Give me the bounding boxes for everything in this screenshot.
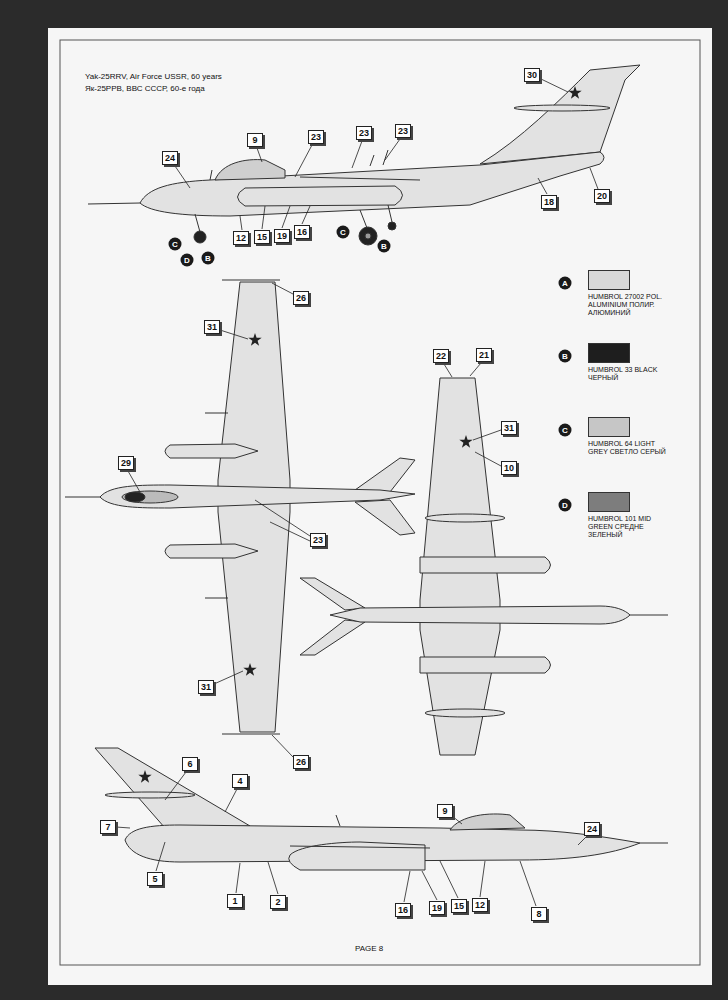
callout-number: 6 bbox=[182, 757, 198, 771]
callout-number: 18 bbox=[541, 195, 557, 209]
callout-number: 9 bbox=[437, 804, 453, 818]
callout-number: 1 bbox=[227, 894, 243, 908]
callout-number: 30 bbox=[524, 68, 540, 82]
colour-letter: B bbox=[202, 252, 215, 265]
callout-number: 19 bbox=[429, 901, 445, 915]
callout-number: 26 bbox=[293, 291, 309, 305]
legend-entry: HUMBROL 27002 POL. ALUMINIUM ПОЛИР. АЛЮМ… bbox=[588, 270, 678, 317]
colour-swatch bbox=[588, 270, 630, 290]
callout-number: 24 bbox=[584, 822, 600, 836]
callout-number: 16 bbox=[395, 903, 411, 917]
callout-number: 23 bbox=[395, 124, 411, 138]
colour-letter: D bbox=[559, 499, 572, 512]
callout-number: 7 bbox=[100, 820, 116, 834]
callout-number: 9 bbox=[247, 133, 263, 147]
callout-number: 21 bbox=[476, 348, 492, 362]
colour-letter: C bbox=[169, 238, 182, 251]
colour-letter: B bbox=[378, 240, 391, 253]
callout-number: 19 bbox=[274, 229, 290, 243]
callout-number: 24 bbox=[162, 151, 178, 165]
callout-number: 8 bbox=[531, 907, 547, 921]
legend-entry: HUMBROL 64 LIGHT GREY СВЕТЛО СЕРЫЙ bbox=[588, 417, 678, 456]
legend-text: HUMBROL 101 MID GREEN СРЕДНЕ ЗЕЛЕНЫЙ bbox=[588, 515, 666, 539]
note-text: Як-25РРВ, ВВС СССР, 60-е года bbox=[85, 84, 205, 93]
colour-swatch bbox=[588, 417, 630, 437]
callout-number: 23 bbox=[310, 533, 326, 547]
callout-number: 12 bbox=[472, 898, 488, 912]
colour-letter: D bbox=[181, 254, 194, 267]
callout-number: 31 bbox=[204, 320, 220, 334]
callout-number: 2 bbox=[270, 895, 286, 909]
title-text: Yak-25RRV, Air Force USSR, 60 years bbox=[85, 72, 222, 81]
callout-number: 4 bbox=[232, 774, 248, 788]
callout-number: 15 bbox=[451, 899, 467, 913]
callout-number: 10 bbox=[501, 461, 517, 475]
callout-number: 31 bbox=[501, 421, 517, 435]
colour-letter: C bbox=[559, 424, 572, 437]
callout-number: 29 bbox=[118, 456, 134, 470]
colour-swatch bbox=[588, 343, 630, 363]
legend-entry: HUMBROL 33 BLACK ЧЕРНЫЙ bbox=[588, 343, 678, 382]
callout-number: 23 bbox=[308, 130, 324, 144]
callout-number: 31 bbox=[198, 680, 214, 694]
colour-swatch bbox=[588, 492, 630, 512]
callout-number: 12 bbox=[233, 231, 249, 245]
legend-entry: HUMBROL 101 MID GREEN СРЕДНЕ ЗЕЛЕНЫЙ bbox=[588, 492, 678, 539]
callout-number: 5 bbox=[147, 872, 163, 886]
callout-number: 20 bbox=[594, 189, 610, 203]
callout-number: 23 bbox=[356, 126, 372, 140]
colour-letter: B bbox=[559, 350, 572, 363]
colour-letter: C bbox=[337, 226, 350, 239]
callout-number: 16 bbox=[294, 225, 310, 239]
legend-text: HUMBROL 33 BLACK ЧЕРНЫЙ bbox=[588, 366, 666, 382]
legend-text: HUMBROL 27002 POL. ALUMINIUM ПОЛИР. АЛЮМ… bbox=[588, 293, 666, 317]
callout-number: 26 bbox=[293, 755, 309, 769]
legend-text: HUMBROL 64 LIGHT GREY СВЕТЛО СЕРЫЙ bbox=[588, 440, 666, 456]
callout-number: 22 bbox=[433, 349, 449, 363]
colour-letter: A bbox=[559, 277, 572, 290]
note-text: PAGE 8 bbox=[355, 944, 383, 953]
callout-number: 15 bbox=[254, 230, 270, 244]
